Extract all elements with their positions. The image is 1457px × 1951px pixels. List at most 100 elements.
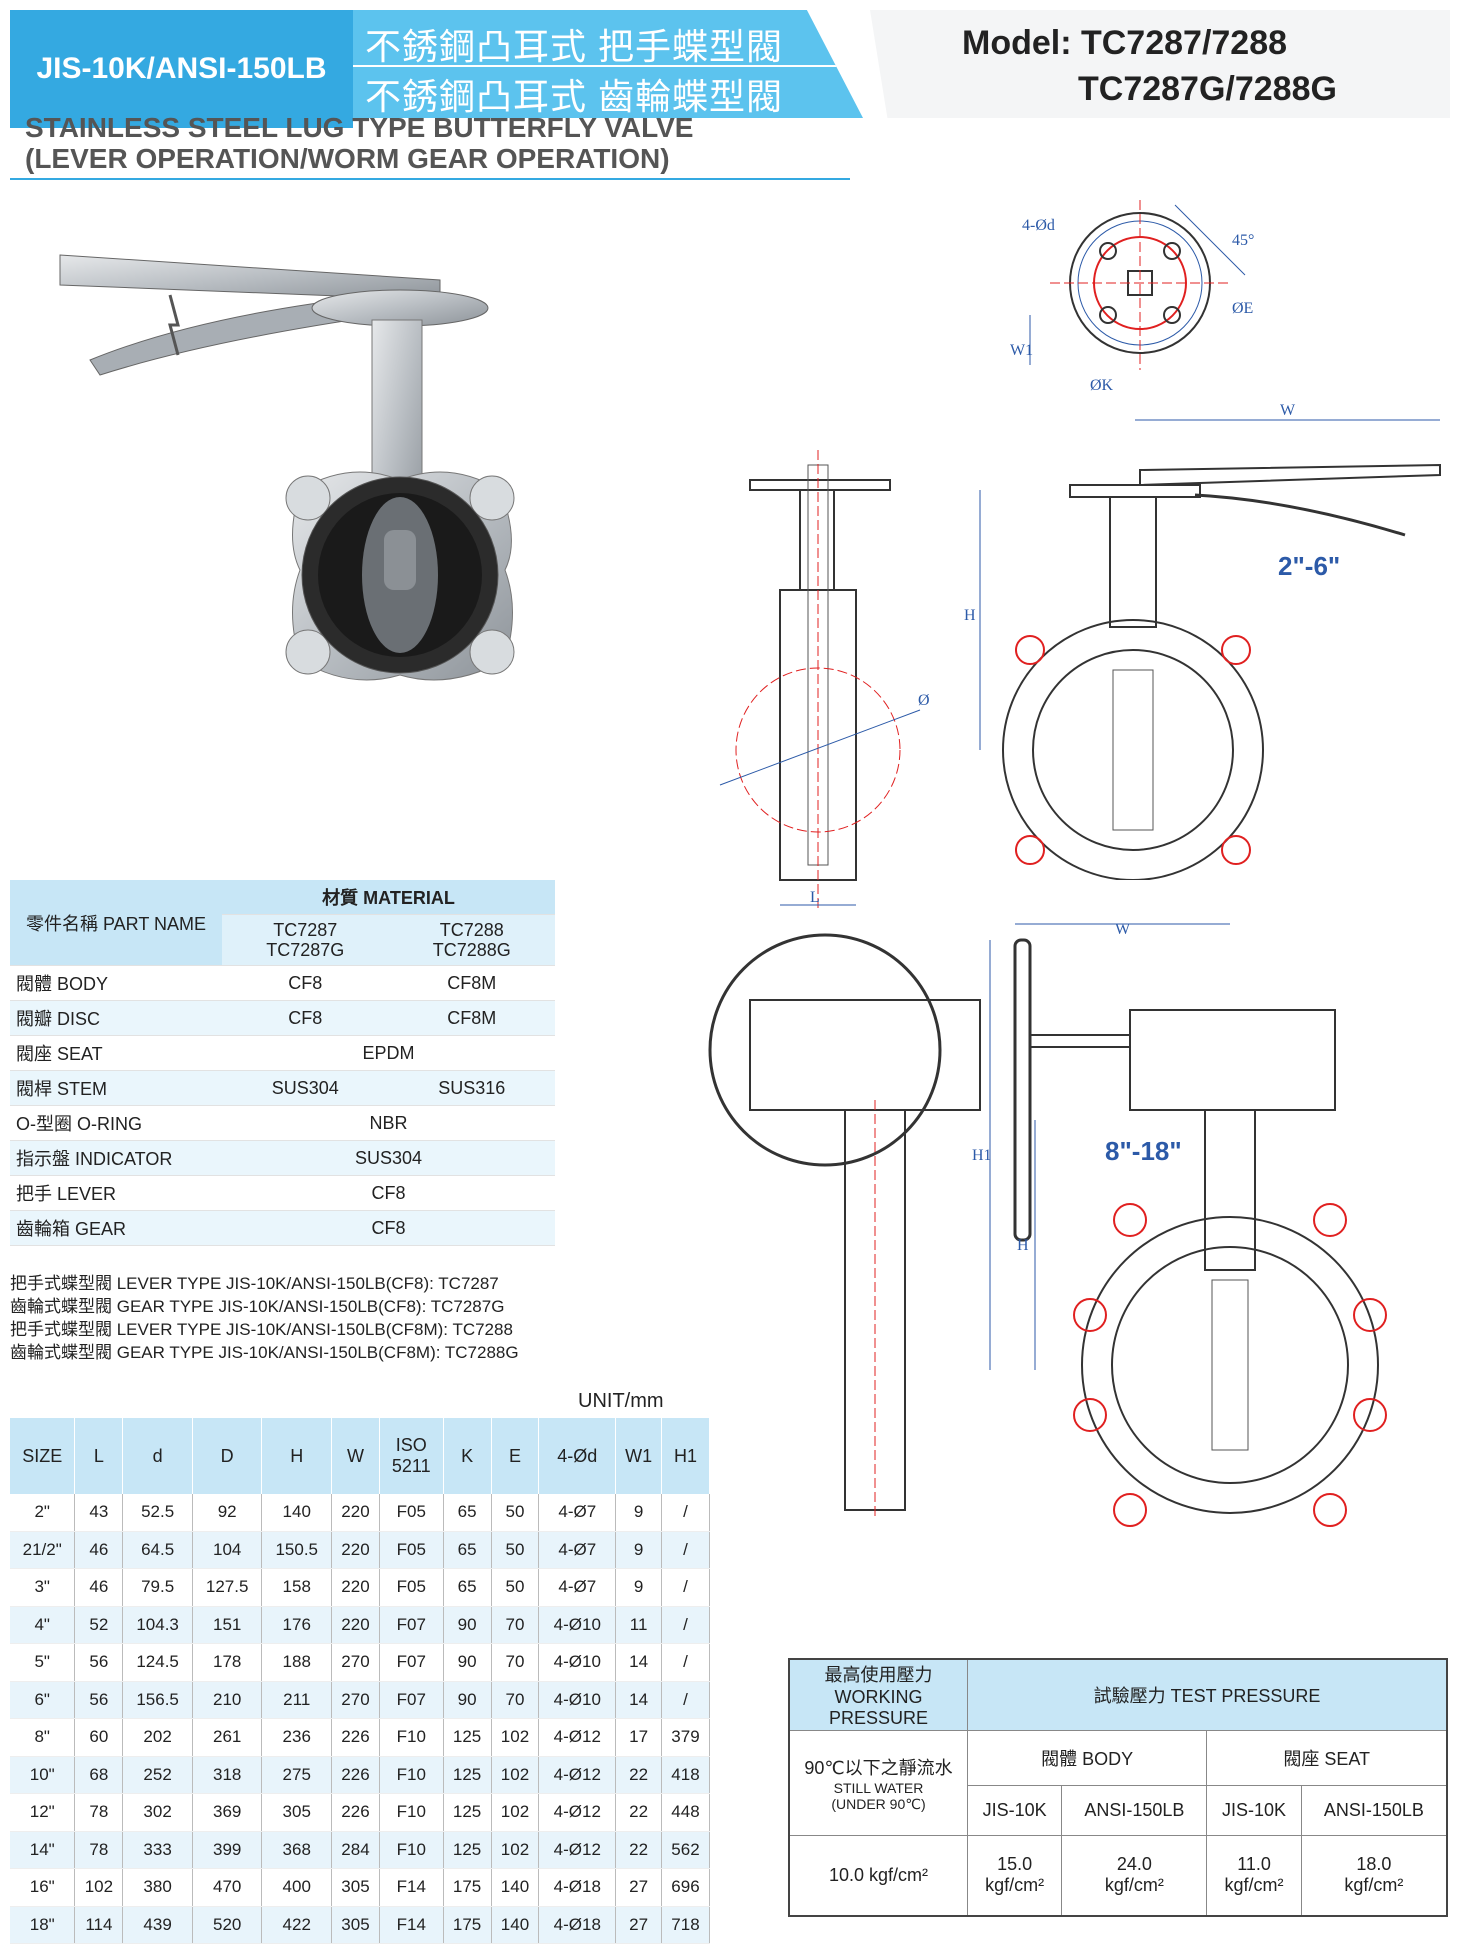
table-cell: 4-Ø7 [538,1531,617,1569]
table-cell: 43 [74,1494,124,1532]
part-oring: O-型圈 O-RING [10,1105,222,1141]
working-en: WORKING PRESSURE [828,1687,929,1728]
table-cell: 3" [10,1568,76,1607]
table-cell: 90 [443,1606,492,1644]
seat-ansi-num: 18.0 [1356,1854,1392,1875]
table-cell: 696 [661,1868,711,1907]
condition-zh: 90℃以下之靜流水 [804,1757,953,1778]
table-cell: 102 [491,1793,540,1832]
table-cell: / [661,1643,711,1682]
body-jis-num: 15.0 [997,1854,1033,1875]
chinese-title-banner: 不銹鋼凸耳式 把手蝶型閥 不銹鋼凸耳式 齒輪蝶型閥 [353,10,863,118]
table-cell: 188 [261,1643,333,1682]
table-cell: 4-Ø7 [538,1494,617,1532]
table-cell: F14 [379,1906,444,1944]
part-lever: 把手 LEVER [10,1175,222,1211]
table-cell: 9 [615,1531,662,1569]
table-cell: 124.5 [122,1643,193,1682]
table-cell: F05 [379,1494,444,1532]
body-header: 閥體 BODY [966,1730,1208,1786]
part-indicator: 指示盤 INDICATOR [10,1140,222,1176]
table-cell: 156.5 [122,1681,193,1719]
table-cell: 4-Ø12 [538,1793,617,1832]
model-col-1-line1: TC7287 [273,920,338,940]
table-cell: F10 [379,1831,444,1869]
table-cell: 102 [491,1718,540,1757]
model-col-2-line1: TC7288 [439,920,504,940]
test-pressure-header: 試驗壓力 TEST PRESSURE [967,1658,1448,1731]
table-cell: 14" [10,1831,76,1869]
table-cell: 125 [443,1718,492,1757]
table-cell: 14 [615,1681,662,1719]
table-cell: 4" [10,1606,76,1644]
condition-en-2: (UNDER 90℃) [831,1795,926,1812]
table-cell: 125 [443,1793,492,1832]
working-value: 10.0 kgf/cm² [788,1835,968,1916]
table-cell: / [661,1531,711,1569]
table-cell: 27 [615,1906,662,1944]
table-cell: / [661,1568,711,1607]
part-disc: 閥瓣 DISC [10,1000,222,1036]
table-cell: 4-Ø7 [538,1568,617,1607]
unit: kgf/cm² [985,1875,1045,1896]
col-iso-l1: ISO [395,1435,427,1455]
table-cell: 150.5 [261,1531,333,1569]
top-flange-drawing: 4-Ød 45° ØE ØK W1 [1010,200,1254,394]
table-cell: 140 [491,1868,540,1907]
col-iso-l2: 5211 [391,1456,431,1476]
table-cell: 439 [122,1906,193,1944]
table-cell: 400 [261,1868,333,1907]
model-line-1: Model: TC7287/7288 [962,24,1288,62]
valve-photo [59,254,515,681]
h-label: H [964,607,976,624]
table-cell: F07 [379,1643,444,1682]
table-cell: 305 [331,1868,380,1907]
table-cell: 125 [443,1756,492,1794]
part-body: 閥體 BODY [10,965,222,1001]
table-cell: 422 [261,1906,333,1944]
body-jis-header: JIS-10K [966,1785,1063,1836]
standard-text: JIS-10K/ANSI-150LB [36,52,327,85]
table-cell: 70 [491,1643,540,1682]
w-label: W [1280,402,1296,419]
table-cell: 60 [74,1718,124,1757]
seat-header: 閥座 SEAT [1206,1730,1448,1786]
table-cell: 220 [331,1606,380,1644]
table-cell: 226 [331,1718,380,1757]
table-cell: 4-Ø12 [538,1831,617,1869]
table-cell: 56 [74,1681,124,1719]
table-cell: 369 [192,1793,263,1832]
table-cell: 22 [615,1793,662,1832]
table-cell: 275 [261,1756,333,1794]
table-cell: 14 [615,1643,662,1682]
lever-front-drawing: W H 2"-6" [964,402,1441,880]
table-cell: 448 [661,1793,711,1832]
table-cell: 4-Ø10 [538,1606,617,1644]
table-cell: 226 [331,1793,380,1832]
table-cell: 718 [661,1906,711,1944]
standard-badge: JIS-10K/ANSI-150LB [10,10,353,128]
table-cell: 56 [74,1643,124,1682]
material-table: 零件名稱 PART NAME 材質 MATERIAL TC7287 TC7287… [10,880,555,1246]
note-line: 齒輪式蝶型閥 GEAR TYPE JIS-10K/ANSI-150LB(CF8M… [10,1343,519,1362]
working-zh: 最高使用壓力 [824,1665,933,1685]
table-cell: 236 [261,1718,333,1757]
table-cell: 102 [74,1868,124,1907]
table-cell: 302 [122,1793,193,1832]
unit: kgf/cm² [1344,1875,1404,1896]
table-cell: 6" [10,1681,76,1719]
table-cell: 380 [122,1868,193,1907]
table-cell: 178 [192,1643,263,1682]
w1-label: W1 [1010,342,1033,359]
model-line-2: TC7287G/7288G [1078,70,1337,108]
col-w: W [331,1418,380,1494]
table-cell: 226 [331,1756,380,1794]
table-cell: 11 [615,1606,662,1644]
note-line: 把手式蝶型閥 LEVER TYPE JIS-10K/ANSI-150LB(CF8… [10,1320,513,1339]
